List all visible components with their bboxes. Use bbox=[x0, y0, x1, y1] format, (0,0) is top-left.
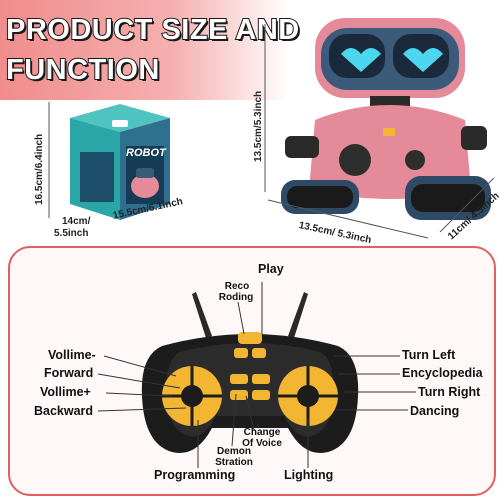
box-brand-text: ROBOT bbox=[126, 147, 166, 159]
label-reco-roding-a: Reco bbox=[224, 281, 250, 292]
label-reco-roding-b: Roding bbox=[218, 292, 254, 303]
box-height-line bbox=[48, 102, 50, 218]
label-programming: Programming bbox=[154, 468, 236, 482]
label-demon-stration-a: Demon bbox=[217, 446, 251, 457]
label-vollime-plus: Vollime+ bbox=[40, 385, 91, 399]
label-encyclopedia: Encyclopedia bbox=[402, 366, 483, 380]
label-lighting: Lighting bbox=[284, 468, 334, 482]
robot-illustration bbox=[281, 18, 491, 220]
label-play: Play bbox=[258, 262, 284, 276]
label-turn-left: Turn Left bbox=[402, 348, 456, 362]
label-change-of-voice-b: Of Voice bbox=[242, 438, 282, 449]
remote-controller-illustration bbox=[141, 292, 359, 453]
header-banner bbox=[0, 0, 290, 100]
box-depth-label-b: 5.5inch bbox=[54, 228, 89, 239]
product-box-illustration bbox=[70, 104, 170, 220]
label-turn-right: Turn Right bbox=[418, 385, 481, 399]
robot-dimension-lines bbox=[264, 24, 495, 239]
label-dancing: Dancing bbox=[410, 404, 460, 418]
page-title-line1: PRODUCT SIZE AND bbox=[5, 13, 300, 47]
box-depth-label-a: 14cm/ bbox=[62, 216, 91, 227]
label-demon-stration-b: Stration bbox=[215, 457, 253, 468]
page-title-line2: FUNCTION bbox=[5, 53, 160, 87]
label-forward: Forward bbox=[44, 366, 94, 380]
label-backward: Backward bbox=[34, 404, 94, 418]
label-vollime-minus: Vollime- bbox=[48, 348, 96, 362]
label-change-of-voice-a: Change bbox=[243, 427, 281, 438]
